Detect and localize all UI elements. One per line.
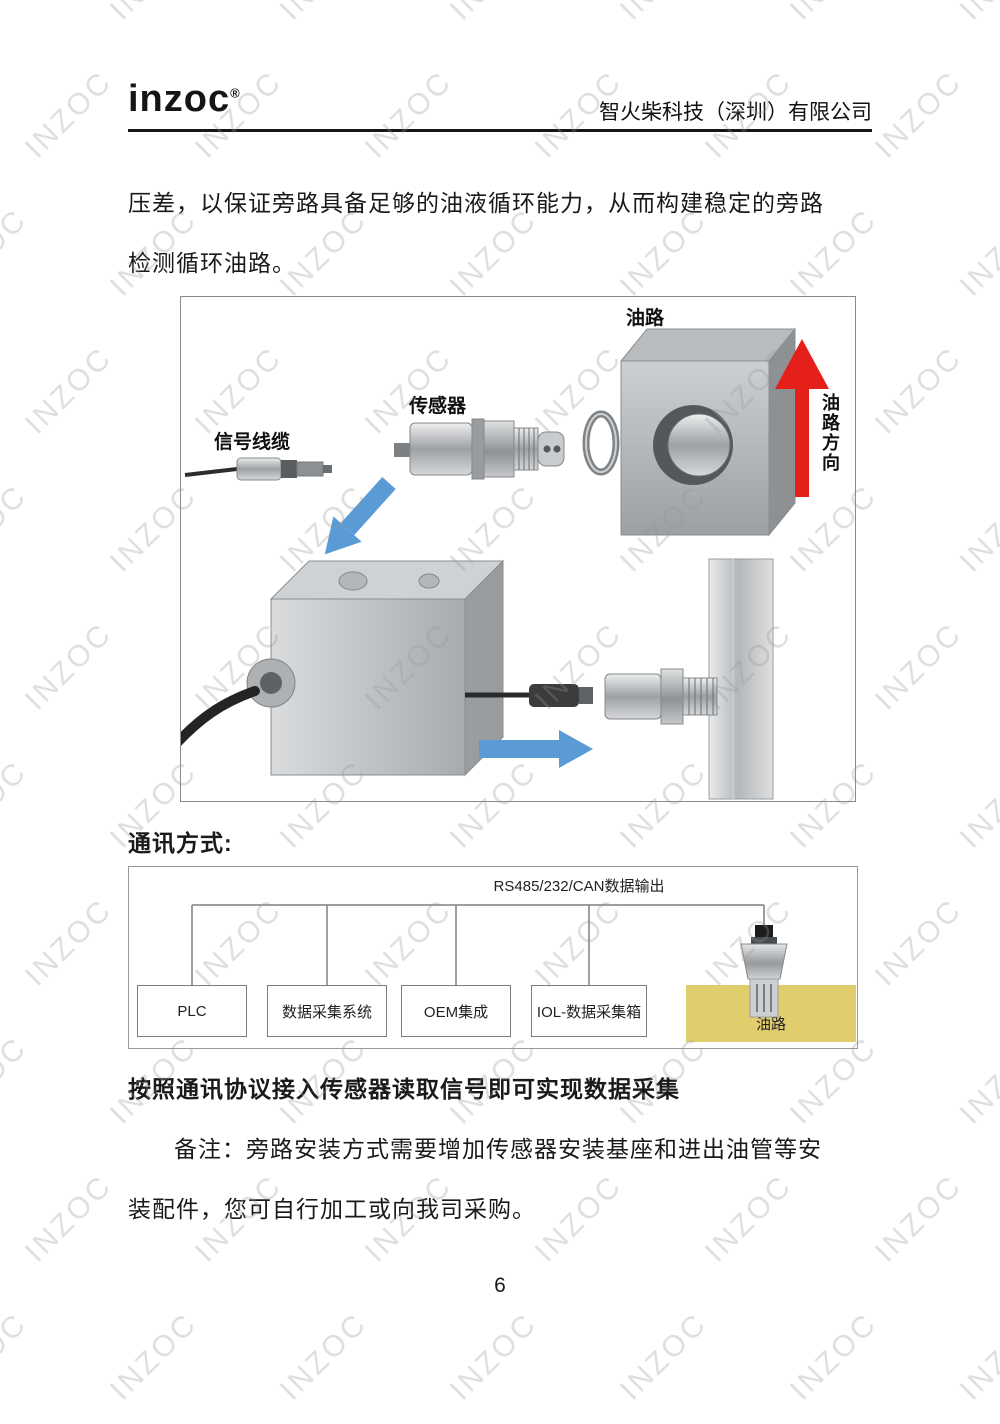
watermark-text: INZOC <box>868 892 969 993</box>
watermark-text: INZOC <box>868 340 969 441</box>
comm-diagram: RS485/232/CAN数据输出 PLC 数据采集系统 OEM集成 IOL-数… <box>128 866 858 1049</box>
comm-section-heading: 通讯方式: <box>128 830 233 856</box>
watermark-text: INZOC <box>953 1030 1000 1131</box>
watermark-text: INZOC <box>784 0 885 27</box>
bus-lines <box>191 904 765 985</box>
oil-path-block-graphic <box>619 327 797 537</box>
data-collection-note: 按照通讯协议接入传感器读取信号即可实现数据采集 <box>128 1076 680 1102</box>
registered-trademark-icon: ® <box>230 85 241 101</box>
oil-path-block: 油路 <box>686 985 856 1042</box>
watermark-text: INZOC <box>0 1030 34 1131</box>
watermark-text: INZOC <box>18 340 119 441</box>
watermark-text: INZOC <box>0 754 34 855</box>
page-number: 6 <box>494 1274 506 1297</box>
watermark-text: INZOC <box>953 478 1000 579</box>
installation-diagram-graphic <box>181 327 829 800</box>
watermark-text: INZOC <box>0 0 34 27</box>
signal-cable-graphic <box>184 457 332 481</box>
oil-path-block-label: 油路 <box>755 1016 786 1033</box>
sensor-label: 传感器 <box>409 396 467 417</box>
watermark-text: INZOC <box>868 1168 969 1269</box>
installation-diagram: 油路 传感器 信号线缆 油路方向 <box>180 296 856 802</box>
watermark-text: INZOC <box>18 892 119 993</box>
watermark-text: INZOC <box>953 202 1000 303</box>
company-logo: inzoc® <box>128 78 241 121</box>
watermark-text: INZOC <box>0 478 34 579</box>
watermark-text: INZOC <box>953 1306 1000 1407</box>
comm-node-plc: PLC <box>137 985 247 1037</box>
watermark-text: INZOC <box>868 64 969 165</box>
assembly-arrow-right <box>479 730 593 768</box>
oil-direction-label: 油路方向 <box>820 393 840 473</box>
intro-line-2: 检测循环油路。 <box>128 250 296 276</box>
watermark-text: INZOC <box>0 1306 34 1407</box>
watermark-text: INZOC <box>953 754 1000 855</box>
watermark-text: INZOC <box>18 1168 119 1269</box>
watermark-text: INZOC <box>614 0 715 27</box>
signal-cable-label: 信号线缆 <box>214 432 291 453</box>
pipe-and-side-sensor-graphic <box>465 558 774 800</box>
oil-flow-arrow <box>775 339 829 497</box>
watermark-text: INZOC <box>18 616 119 717</box>
logo-text: inzoc <box>128 78 231 120</box>
assembly-arrow-down-left <box>324 476 396 555</box>
watermark-text: INZOC <box>18 64 119 165</box>
remark-line-1: 备注：旁路安装方式需要增加传感器安装基座和进出油管等安 <box>174 1136 822 1162</box>
company-name: 智火柴科技（深圳）有限公司 <box>599 101 872 124</box>
comm-node-oem: OEM集成 <box>401 985 511 1037</box>
mounting-base-graphic <box>181 559 505 777</box>
watermark-text: INZOC <box>103 1306 204 1407</box>
watermark-text: INZOC <box>104 0 205 27</box>
watermark-text: INZOC <box>273 1306 374 1407</box>
watermark-text: INZOC <box>783 1306 884 1407</box>
o-ring-graphic <box>582 410 620 476</box>
watermark-text: INZOC <box>358 64 459 165</box>
sensor-graphic <box>394 418 565 480</box>
watermark-text: INZOC <box>698 1168 799 1269</box>
watermark-text: INZOC <box>0 202 34 303</box>
header-rule <box>128 129 872 132</box>
oil-path-label: 油路 <box>626 308 665 329</box>
watermark-text: INZOC <box>443 1306 544 1407</box>
comm-node-iol-box: IOL-数据采集箱 <box>531 985 647 1037</box>
bus-protocol-label: RS485/232/CAN数据输出 <box>493 878 665 895</box>
watermark-text: INZOC <box>613 1306 714 1407</box>
comm-node-daq-system: 数据采集系统 <box>267 985 387 1037</box>
watermark-text: INZOC <box>274 0 375 27</box>
watermark-text: INZOC <box>954 0 1000 27</box>
remark-line-2: 装配件，您可自行加工或向我司采购。 <box>128 1196 536 1222</box>
watermark-text: INZOC <box>868 616 969 717</box>
watermark-text: INZOC <box>444 0 545 27</box>
watermark-text: INZOC <box>528 1168 629 1269</box>
intro-line-1: 压差，以保证旁路具备足够的油液循环能力，从而构建稳定的旁路 <box>128 190 824 216</box>
